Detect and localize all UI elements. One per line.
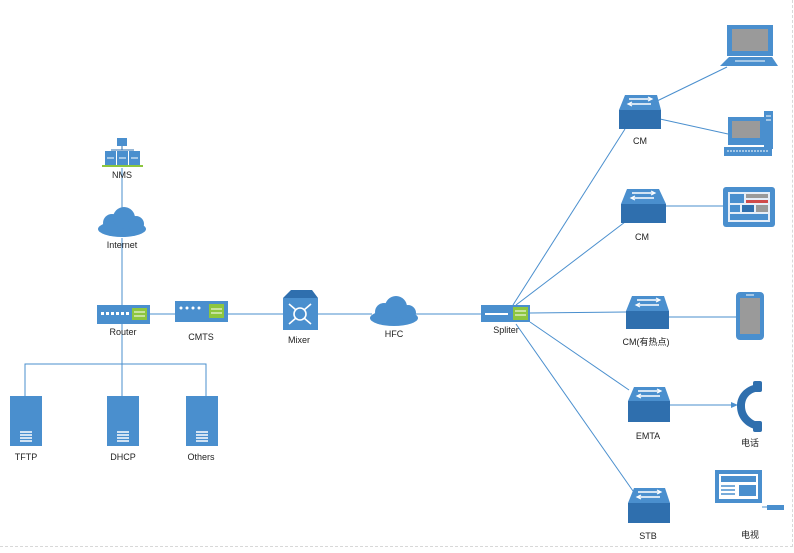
internet-label: Internet (106, 240, 138, 250)
dhcp-label: DHCP (110, 452, 136, 462)
cloud-icon[interactable] (98, 207, 146, 237)
stb-label: STB (639, 531, 657, 541)
link-server-bus (24, 363, 207, 398)
server-tower-icon[interactable] (10, 396, 42, 446)
spliter-label: Spliter (493, 325, 519, 335)
link-spliter-cm1 (512, 128, 626, 306)
link-cm1-laptop (656, 66, 728, 102)
link-spliter-cm2 (515, 221, 626, 306)
server-tower-icon[interactable] (107, 396, 139, 446)
phone-label: 电话 (740, 438, 760, 448)
mixer-label: Mixer (288, 335, 310, 345)
cm-hotspot-label: CM(有热点) (622, 337, 670, 347)
cm-label: CM (633, 136, 647, 146)
nms-label: NMS (112, 170, 132, 180)
cmts-label: CMTS (188, 332, 214, 342)
tablet-icon[interactable] (723, 187, 775, 227)
telephone-icon[interactable] (737, 381, 762, 432)
switch-icon[interactable] (619, 95, 661, 129)
laptop-icon[interactable] (720, 25, 778, 66)
router-label: Router (109, 327, 137, 337)
mixer-icon[interactable] (283, 290, 318, 330)
splitter-icon[interactable] (481, 305, 530, 322)
connection-lines (24, 66, 738, 492)
desktop-icon[interactable] (724, 111, 773, 156)
router-icon[interactable] (97, 305, 150, 324)
switch-icon[interactable] (628, 488, 670, 523)
link-cm1-desktop (659, 118, 729, 135)
tftp-label: TFTP (14, 452, 38, 462)
switch-icon[interactable] (628, 387, 670, 422)
others-label: Others (187, 452, 215, 462)
switch-icon[interactable] (626, 296, 669, 329)
television-icon[interactable] (715, 470, 784, 510)
hfc-label: HFC (384, 329, 404, 339)
smartphone-icon[interactable] (736, 292, 764, 340)
server-tower-icon[interactable] (186, 396, 218, 446)
server-group-icon[interactable] (102, 138, 143, 167)
link-spliter-cm3 (529, 311, 627, 314)
cmts-icon[interactable] (175, 301, 228, 322)
cm-label: CM (635, 232, 649, 242)
phone-arrowhead (731, 402, 738, 408)
link-spliter-emta (529, 321, 630, 391)
emta-label: EMTA (635, 431, 661, 441)
link-spliter-stb (515, 323, 634, 492)
switch-icon[interactable] (621, 189, 666, 223)
tv-label: 电视 (740, 530, 760, 540)
cloud-icon[interactable] (370, 296, 418, 326)
